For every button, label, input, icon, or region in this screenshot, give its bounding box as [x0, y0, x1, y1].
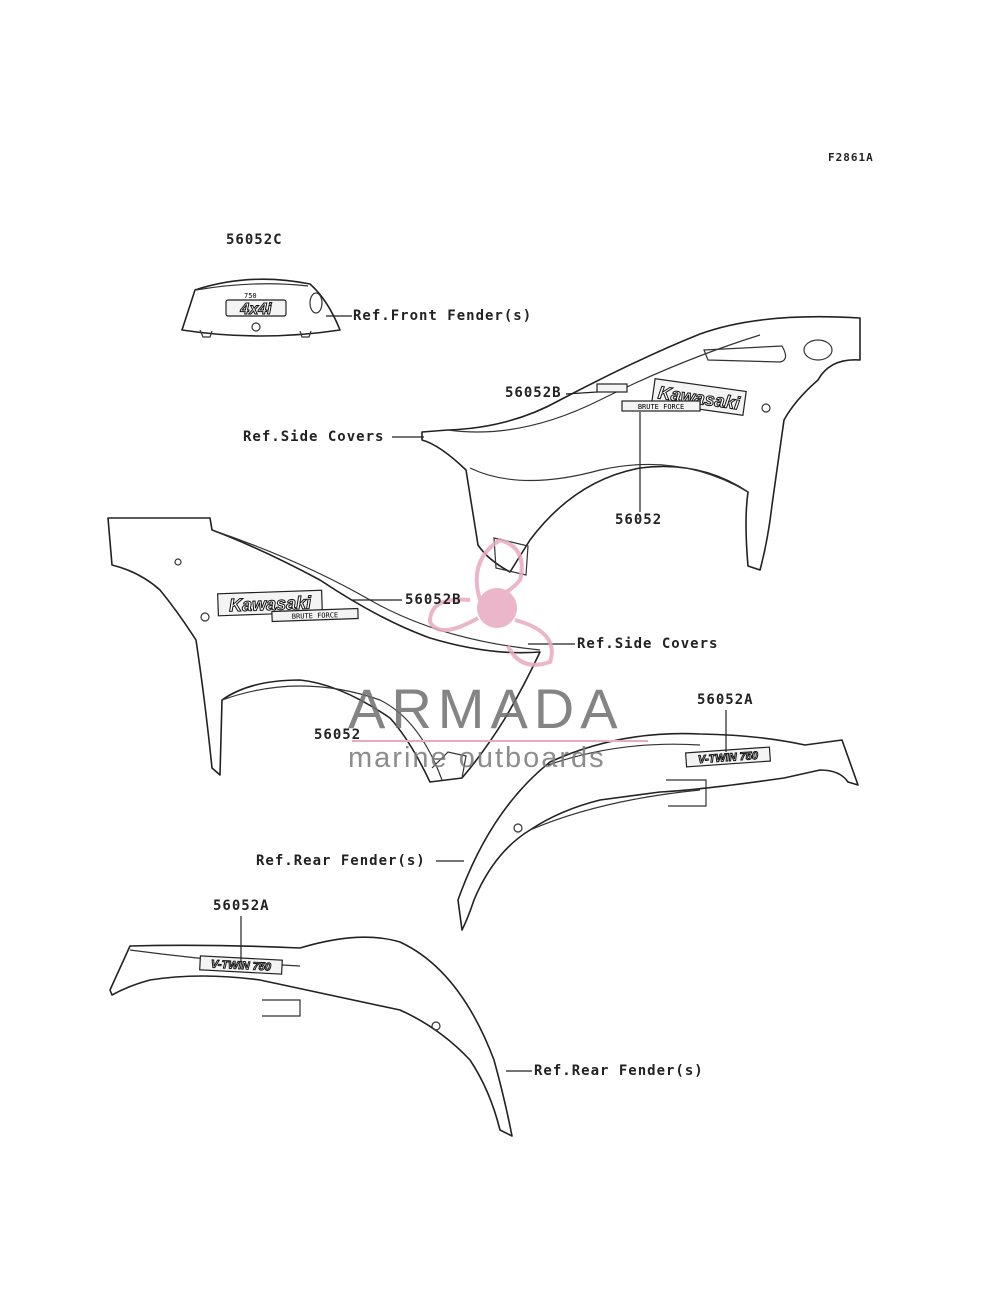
armada-logo-icon — [427, 537, 554, 667]
label-front-fender-ref: Ref.Front Fender(s) — [353, 308, 533, 324]
label-side-cover-ref-lower: Ref.Side Covers — [577, 636, 719, 652]
lower-rear-decal-text: V-TWIN 750 — [211, 958, 273, 973]
lower-rear-fender: V-TWIN 750 — [109, 936, 513, 1137]
lower-kawasaki-decal-text: Kawasaki — [229, 593, 313, 616]
upper-rear-decal-text: V-TWIN 750 — [698, 750, 760, 766]
label-56052a-upper: 56052A — [697, 692, 754, 708]
upper-rear-fender: V-TWIN 750 — [457, 732, 859, 931]
label-side-cover-ref-upper: Ref.Side Covers — [243, 429, 385, 445]
watermark-divider — [352, 740, 648, 742]
label-56052a-lower: 56052A — [213, 898, 270, 914]
upper-bruteforce-text: BRUTE FORCE — [638, 403, 684, 411]
label-56052b-upper: 56052B — [505, 385, 562, 401]
front-fender-emblem: 4x4i 750 — [181, 278, 341, 338]
label-56052b-lower: 56052B — [405, 592, 462, 608]
label-56052-lower: 56052 — [314, 727, 362, 743]
label-rear-fender-ref-lower: Ref.Rear Fender(s) — [534, 1063, 704, 1079]
label-56052c: 56052C — [226, 232, 283, 248]
label-rear-fender-ref-upper: Ref.Rear Fender(s) — [256, 853, 426, 869]
watermark-subtitle: marine outboards — [348, 742, 606, 774]
right-side-cover: Kawasaki BRUTE FORCE — [421, 315, 861, 576]
emblem-4x4i-text: 4x4i — [239, 301, 272, 318]
lower-bruteforce-text: BRUTE FORCE — [292, 611, 339, 621]
watermark-title: ARMADA — [348, 677, 624, 740]
left-side-cover: Kawasaki BRUTE FORCE — [107, 517, 541, 783]
diagram-code: F2861A — [828, 151, 874, 164]
emblem-top-text: 750 — [244, 292, 257, 300]
label-56052-upper: 56052 — [615, 512, 663, 528]
